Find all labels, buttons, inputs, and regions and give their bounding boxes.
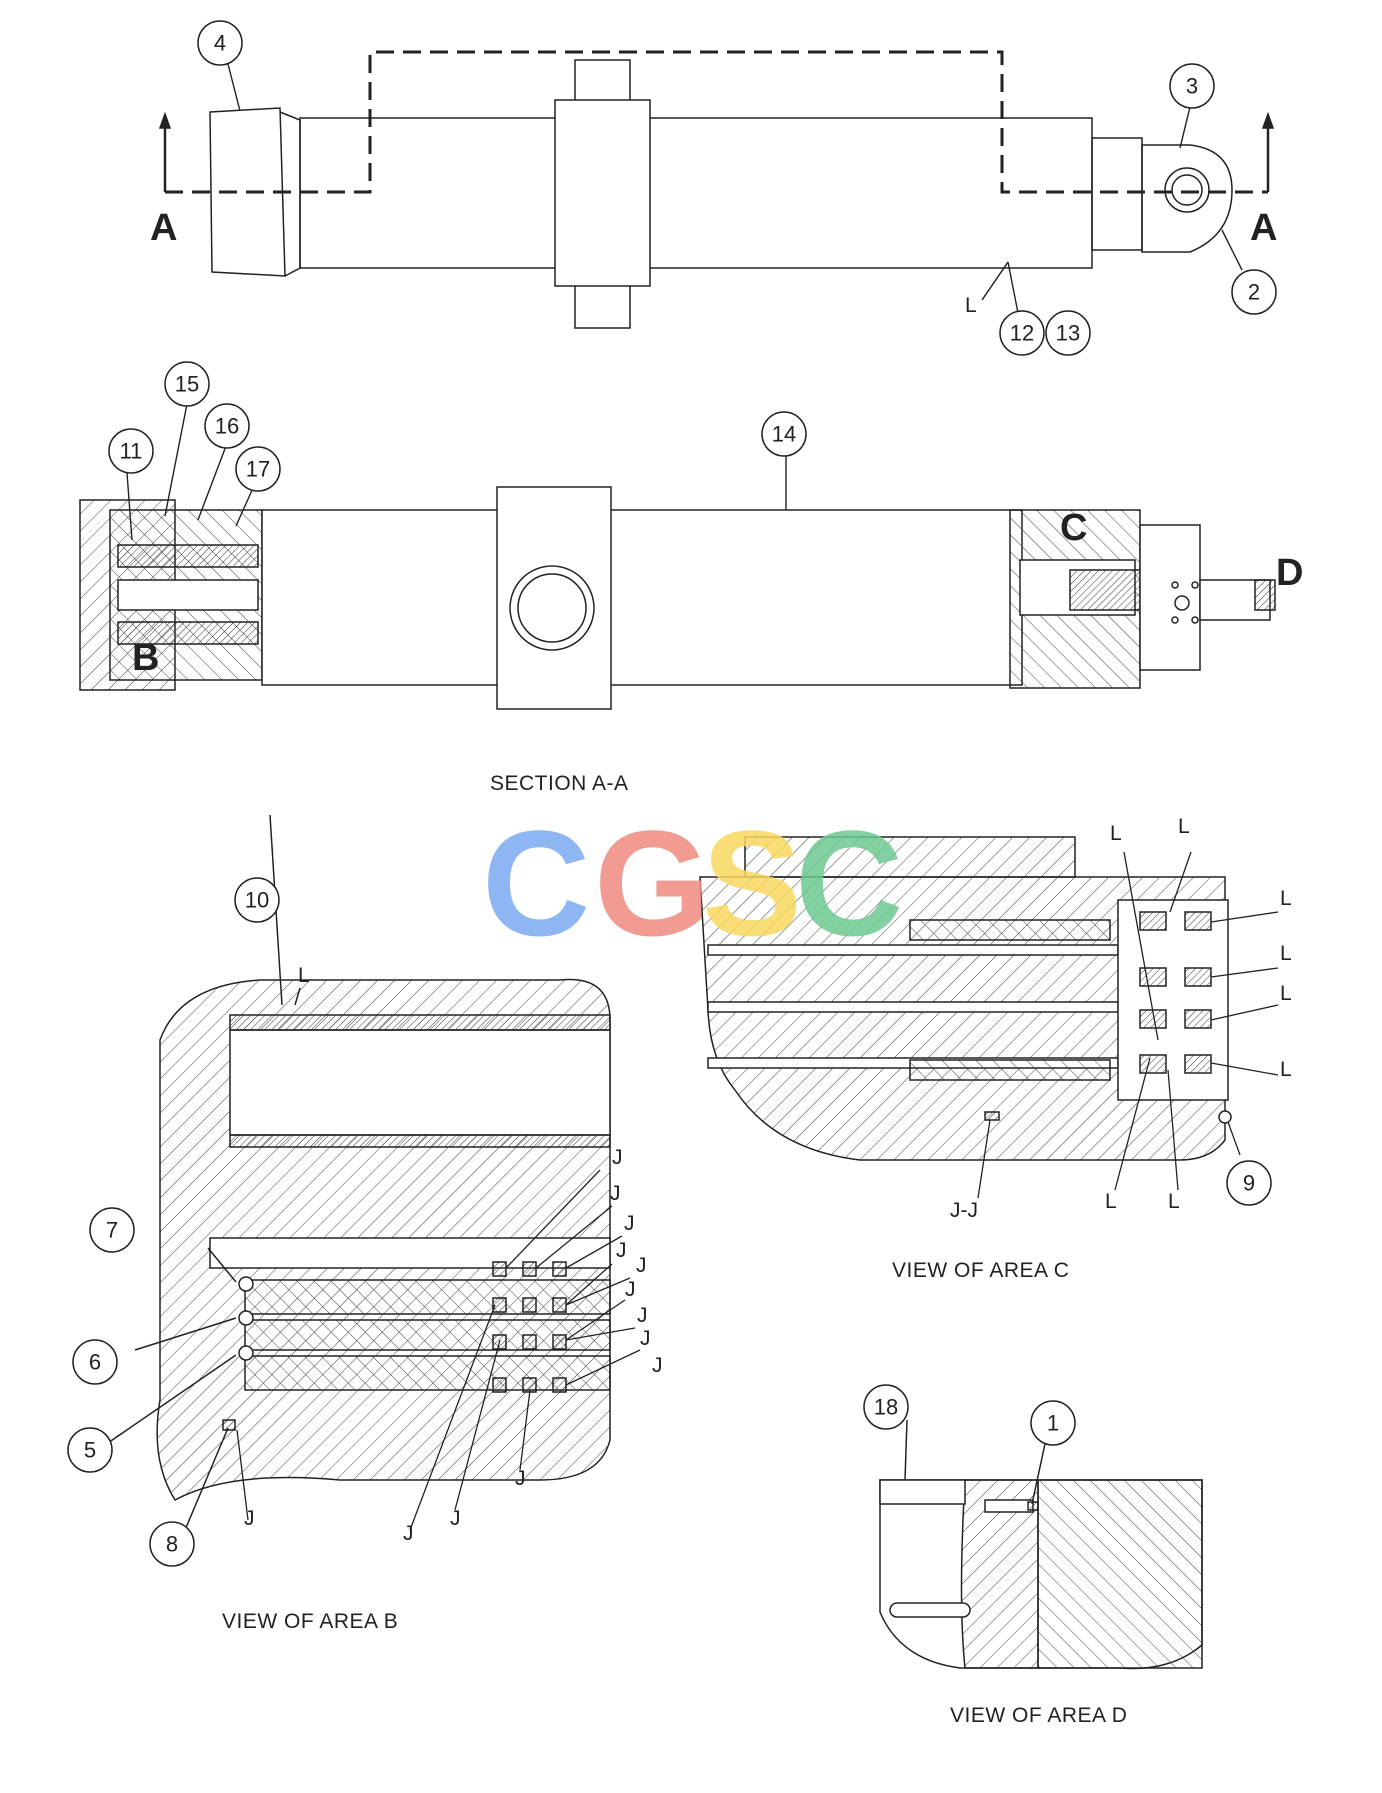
title-section-aa: SECTION A-A	[490, 772, 629, 795]
callout-13: 13	[1045, 310, 1091, 356]
title-view-d: VIEW OF AREA D	[950, 1704, 1127, 1727]
callout-18: 18	[863, 1384, 909, 1430]
callout-10: 10	[234, 877, 280, 923]
svg-text:J: J	[403, 1522, 414, 1545]
svg-text:13: 13	[1056, 321, 1080, 346]
title-view-c: VIEW OF AREA C	[892, 1259, 1069, 1282]
svg-text:J-J: J-J	[950, 1199, 978, 1222]
svg-text:L: L	[1110, 822, 1122, 845]
view-area-d	[879, 1419, 1203, 1670]
svg-text:J: J	[616, 1239, 627, 1262]
svg-text:5: 5	[84, 1438, 96, 1463]
svg-text:3: 3	[1186, 74, 1198, 99]
svg-text:J: J	[244, 1507, 255, 1530]
callout-4: 4	[197, 20, 243, 66]
svg-text:J: J	[652, 1354, 663, 1377]
cgsc-watermark: C G S C	[482, 799, 903, 967]
callout-15: 15	[164, 361, 210, 407]
watermark-c2: C	[795, 799, 903, 967]
svg-text:L: L	[298, 964, 310, 987]
callout-7: 7	[89, 1207, 135, 1253]
svg-text:2: 2	[1248, 280, 1260, 305]
title-view-b: VIEW OF AREA B	[222, 1610, 398, 1633]
view-area-b	[104, 814, 611, 1531]
watermark-g: G	[594, 799, 711, 967]
callout-11: 11	[108, 428, 154, 474]
top-leader-l: L	[965, 261, 1009, 317]
svg-text:L: L	[1105, 1190, 1117, 1213]
svg-text:L: L	[965, 294, 977, 317]
svg-text:10: 10	[245, 888, 269, 913]
section-marker-right: A	[1250, 207, 1277, 249]
svg-text:15: 15	[175, 372, 199, 397]
svg-text:J: J	[515, 1467, 526, 1490]
svg-text:J: J	[612, 1146, 623, 1169]
svg-text:4: 4	[214, 31, 226, 56]
callout-1: 1	[1030, 1400, 1076, 1446]
svg-text:16: 16	[215, 414, 239, 439]
area-letter-b: B	[132, 637, 159, 679]
svg-text:L: L	[1178, 815, 1190, 838]
section-aa	[79, 486, 1276, 710]
area-letter-c: C	[1060, 507, 1087, 549]
callout-16: 16	[204, 403, 250, 449]
svg-text:7: 7	[106, 1218, 118, 1243]
callout-leaders	[126, 63, 1243, 541]
svg-text:6: 6	[89, 1350, 101, 1375]
section-marker-left: A	[150, 207, 177, 249]
svg-text:L: L	[1280, 982, 1292, 1005]
svg-text:12: 12	[1010, 321, 1034, 346]
svg-text:9: 9	[1243, 1171, 1255, 1196]
view-area-c	[699, 836, 1232, 1161]
svg-text:18: 18	[874, 1395, 898, 1420]
svg-text:J: J	[640, 1327, 651, 1350]
callout-8: 8	[149, 1521, 195, 1567]
watermark-c1: C	[482, 799, 590, 967]
svg-text:L: L	[1168, 1190, 1180, 1213]
svg-text:8: 8	[166, 1532, 178, 1557]
callout-12: 12	[999, 310, 1045, 356]
svg-text:L: L	[1280, 1058, 1292, 1081]
svg-text:J: J	[624, 1212, 635, 1235]
svg-text:17: 17	[246, 457, 270, 482]
area-c-l-texts: L L L L L L L L J-J	[950, 815, 1292, 1222]
callouts: 4 3 2 12 13 15 16 17 11 14 10 7 6 5 8 9 …	[67, 20, 1277, 1567]
callout-14: 14	[761, 411, 807, 457]
callout-9: 9	[1226, 1160, 1272, 1206]
area-letter-d: D	[1276, 552, 1303, 594]
svg-text:L: L	[1280, 887, 1292, 910]
callout-2: 2	[1231, 269, 1277, 315]
svg-text:11: 11	[120, 439, 143, 464]
top-view	[158, 50, 1275, 329]
callout-3: 3	[1169, 63, 1215, 109]
svg-text:1: 1	[1047, 1411, 1059, 1436]
svg-text:L: L	[1280, 942, 1292, 965]
svg-text:J: J	[610, 1182, 621, 1205]
svg-text:J: J	[450, 1507, 461, 1530]
callout-17: 17	[235, 446, 281, 492]
svg-text:J: J	[636, 1254, 647, 1277]
area-b-j-texts: J J J J J J J J J J J J J L	[244, 964, 663, 1545]
area-c-l-labels	[977, 851, 1279, 1199]
callout-5: 5	[67, 1427, 113, 1473]
svg-text:J: J	[625, 1278, 636, 1301]
svg-text:J: J	[637, 1304, 648, 1327]
callout-6: 6	[72, 1339, 118, 1385]
area-b-j-labels	[236, 1169, 641, 1531]
watermark-s: S	[702, 799, 802, 967]
svg-text:14: 14	[772, 422, 796, 447]
